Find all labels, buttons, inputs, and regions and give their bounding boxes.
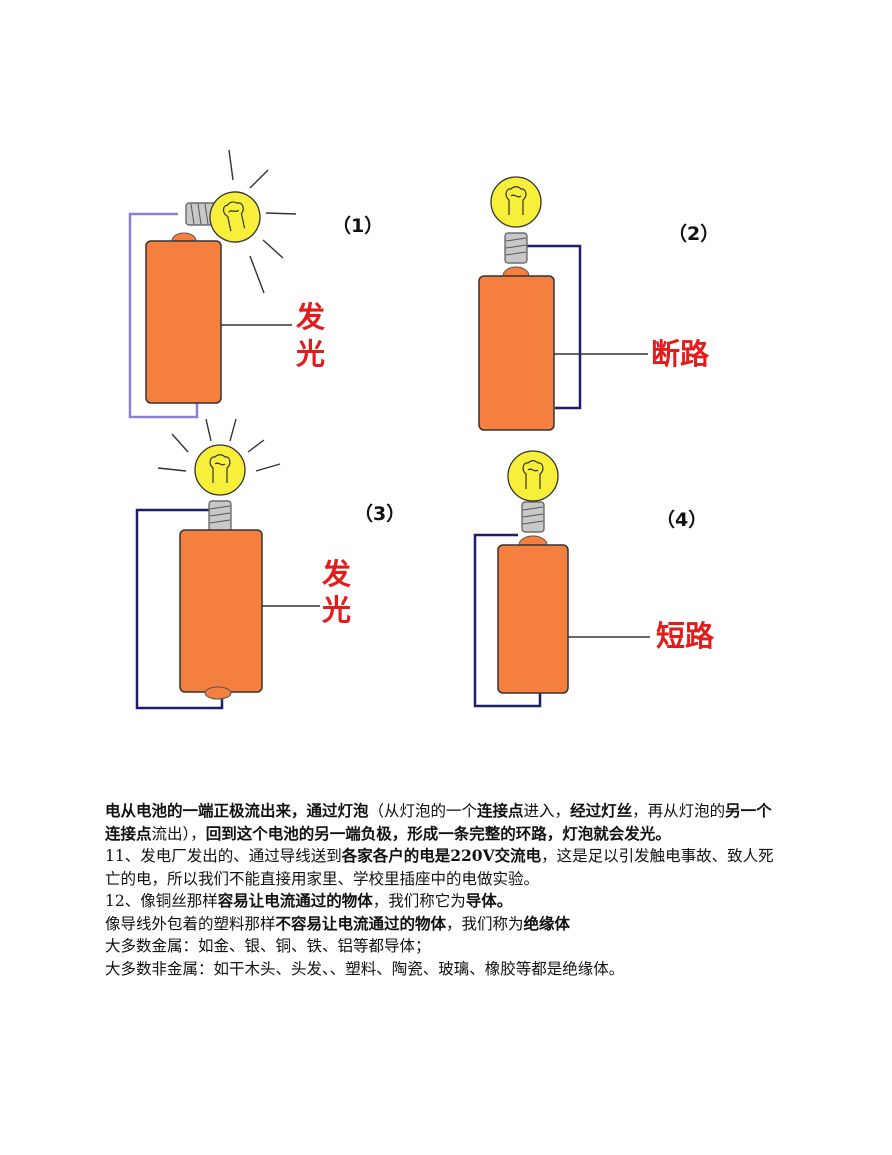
light-rays [228,149,297,294]
figure-label: 光 [296,337,325,371]
battery [179,529,263,693]
figure-number: （4） [656,508,707,531]
figure-label: 断路 [651,337,710,371]
paragraph: 像导线外包着的塑料那样不容易让电流通过的物体，我们称为绝缘体 [105,913,777,936]
text-segment: ，我们称为 [446,914,524,933]
figure-label: 短路 [656,619,715,653]
bulb-icon [194,444,246,496]
figure-number: （2） [668,222,719,245]
text-segment: 绝缘体 [523,913,571,933]
paragraph: 电从电池的一端正极流出来，通过灯泡（从灯泡的一个连接点进入，经过灯丝，再从灯泡的… [105,800,777,845]
paragraph: 11、发电厂发出的、通过导线送到各家各户的电是220V交流电，这是足以引发触电事… [105,845,777,890]
figure-4: （4） 短路 [473,450,715,708]
bulb-icon [204,186,266,248]
text-segment: 另一个连接点 [105,801,772,843]
text-segment: 回到这个电池的另一端负极，形成一条完整的环路，灯泡就会发光。 [205,823,671,843]
figure-number: （3） [354,502,405,525]
bulb-icon [507,450,559,502]
battery [478,275,555,431]
figure-number: （1） [332,214,383,237]
figure-label: 发 [321,557,351,591]
wire [473,533,542,708]
battery-terminal [204,686,232,700]
text-segment: 大多数非金属：如干木头、头发、、塑料、陶瓷、玻璃、橡胶等都是绝缘体。 [105,959,625,978]
text-segment: ，我们称它为 [372,892,466,910]
battery [145,240,222,404]
text-segment: 不容易让电流通过的物体 [275,913,447,933]
text-segment: 各家各户的电是220V交流电 [341,846,542,865]
text-segment: 进入， [523,802,571,820]
text-segment: 11、发电厂发出的、通过导线送到 [105,847,342,865]
figure-label: 发 [295,300,325,334]
text-segment: ，再从灯泡的 [632,802,726,820]
text-segment: 大多数金属：如金、银、铜、铁、铝等都导体； [105,937,431,955]
text-segment: 流出）， [151,824,206,843]
figure-2: （2） 断路 [478,176,719,431]
wire [135,508,224,710]
paragraph: 12、像铜丝那样容易让电流通过的物体，我们称它为导体。 [105,890,777,913]
wire [527,244,582,410]
text-segment: 像导线外包着的塑料那样 [105,914,276,933]
text-segment: （从灯泡的一个 [368,802,478,820]
paragraph: 大多数金属：如金、银、铜、铁、铝等都导体； [105,935,777,958]
text-block: 电从电池的一端正极流出来，通过灯泡（从灯泡的一个连接点进入，经过灯丝，再从灯泡的… [105,800,777,980]
figure-label: 光 [322,593,351,627]
paragraph: 大多数非金属：如干木头、头发、、塑料、陶瓷、玻璃、橡胶等都是绝缘体。 [105,958,777,981]
figure-1: （1） 发 光 [128,149,383,419]
text-segment: 导体。 [465,891,513,910]
socket [504,232,528,264]
text-segment: 经过灯丝 [570,801,633,820]
wire [128,212,199,419]
text-segment: 容易让电流通过的物体 [217,891,373,910]
text-segment: 12、像铜丝那样 [105,892,218,910]
text-segment: ，这是足以引发触电事故、致人死亡的电，所以我们不能直接用家里、学校里插座中的电做… [105,847,774,888]
bulb-icon [490,176,542,228]
text-segment: 电从电池的一端正极流出来，通过灯泡 [105,801,369,820]
text-segment: 连接点 [477,801,524,820]
figure-3: （3） 发 光 [135,418,405,710]
circuit-diagram: （1） 发 光 （2） 断路 （3） 发 光 [128,149,719,710]
socket [208,500,232,532]
battery [497,544,569,694]
light-rays [157,418,281,472]
socket [521,501,545,533]
